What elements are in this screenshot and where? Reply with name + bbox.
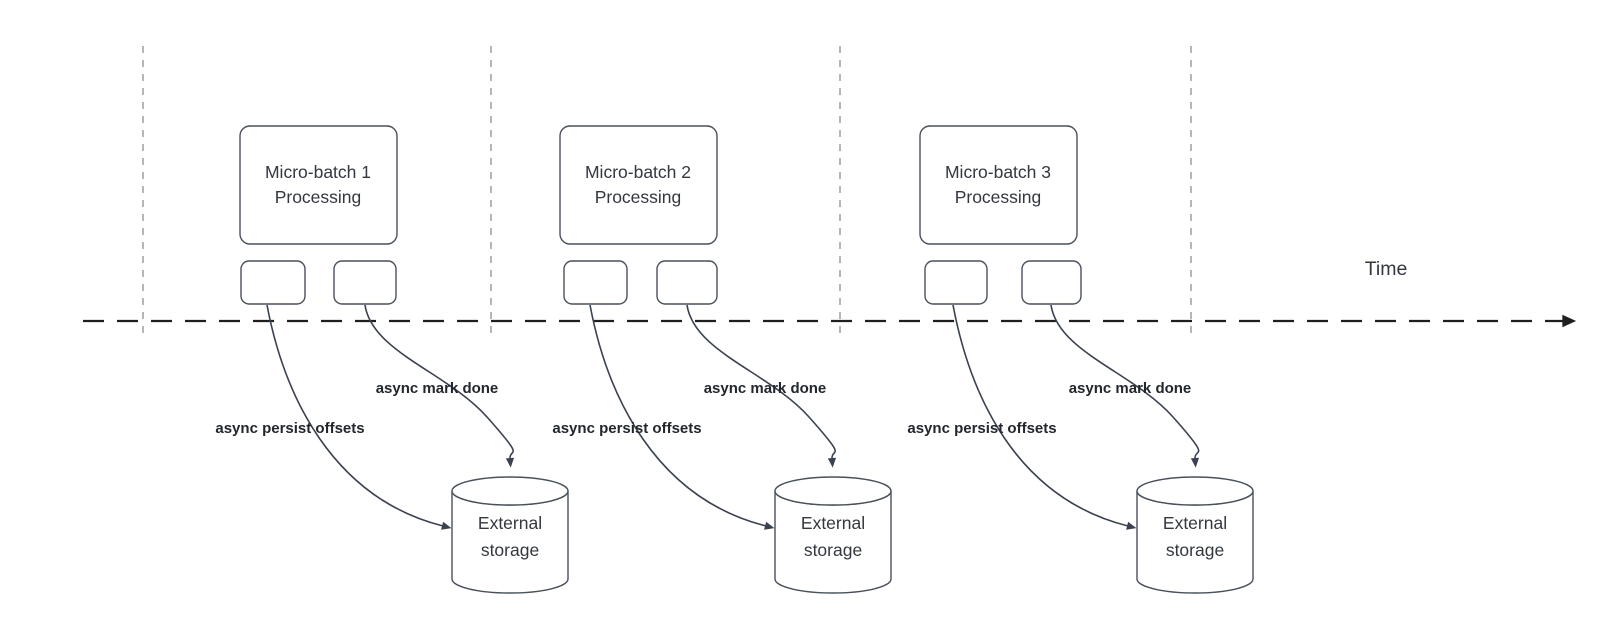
external-storage-label-2b: storage	[804, 540, 862, 560]
persist-offsets-arrow-3	[952, 304, 1137, 530]
mark-done-arrow-2	[686, 304, 837, 468]
external-storage-label-3b: storage	[1166, 540, 1224, 560]
micro-batch-title-3: Micro-batch 3	[945, 162, 1051, 182]
mark-done-arrow-3	[1050, 304, 1200, 468]
persist-offsets-arrow-2	[589, 304, 775, 530]
micro-batch-title-2: Micro-batch 2	[585, 162, 691, 182]
persist-offsets-label-1: async persist offsets	[215, 420, 364, 437]
micro-batch-subtitle-1: Processing	[275, 187, 362, 207]
micro-batch-subtitle-2: Processing	[595, 187, 682, 207]
mark-done-node-1	[333, 260, 397, 305]
micro-batch-group-2: Micro-batch 2 Processing async persist o…	[552, 125, 892, 594]
persist-offsets-label-2: async persist offsets	[552, 420, 701, 437]
external-storage-cylinder-2: External storage	[774, 476, 892, 594]
external-storage-label-3: External	[1163, 513, 1227, 533]
mark-done-node-3	[1021, 260, 1082, 305]
external-storage-cylinder-1: External storage	[451, 476, 569, 594]
micro-batch-group-1: Micro-batch 1 Processing async persist o…	[215, 125, 569, 594]
persist-offsets-node-2	[563, 260, 628, 305]
external-storage-label-2: External	[801, 513, 865, 533]
persist-offsets-node-3	[924, 260, 988, 305]
micro-batch-title-1: Micro-batch 1	[265, 162, 371, 182]
mark-done-label-1: async mark done	[376, 380, 499, 397]
mark-done-arrow-1	[364, 304, 515, 468]
mark-done-node-2	[656, 260, 718, 305]
mark-done-label-2: async mark done	[704, 380, 827, 397]
persist-offsets-node-1	[240, 260, 306, 305]
micro-batch-group-3: Micro-batch 3 Processing async persist o…	[907, 125, 1254, 594]
external-storage-label-1b: storage	[481, 540, 539, 560]
micro-batch-box-3	[919, 125, 1078, 245]
persist-offsets-arrow-1	[266, 304, 452, 530]
micro-batch-subtitle-3: Processing	[955, 187, 1042, 207]
micro-batch-box-2	[559, 125, 718, 245]
external-storage-cylinder-3: External storage	[1136, 476, 1254, 594]
micro-batch-box-1	[239, 125, 398, 245]
mark-done-label-3: async mark done	[1069, 380, 1192, 397]
time-label: Time	[1365, 258, 1408, 280]
external-storage-label-1: External	[478, 513, 542, 533]
persist-offsets-label-3: async persist offsets	[907, 420, 1056, 437]
